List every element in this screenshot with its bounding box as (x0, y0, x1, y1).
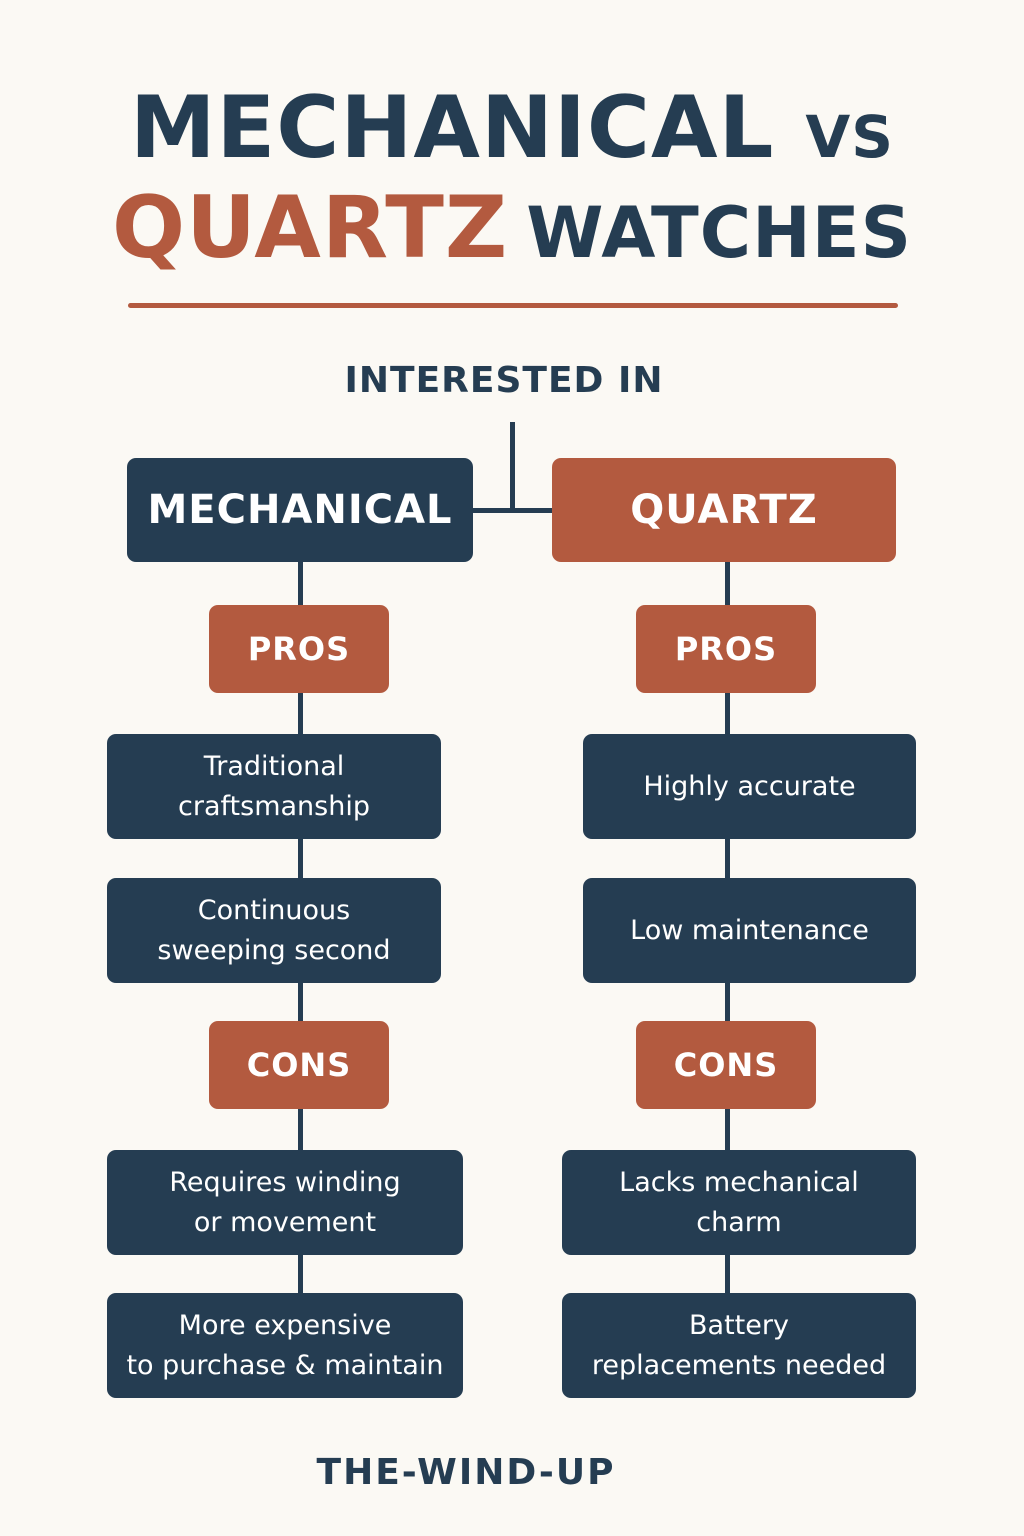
mechanical-cons-label: CONS (209, 1021, 389, 1109)
quartz-con-text-2: Battery replacements needed (591, 1309, 887, 1381)
title-watches: WATCHES (526, 192, 912, 274)
quartz-cons-text: CONS (673, 1046, 779, 1084)
title-mechanical: MECHANICAL (129, 78, 775, 178)
quartz-con-item: Lacks mechanical charm (562, 1150, 916, 1255)
mechanical-con-item: Requires winding or movement (107, 1150, 463, 1255)
mechanical-pro-text-2: Continuous sweeping second (157, 894, 391, 966)
mechanical-pro-text-1: Traditional craftsmanship (178, 750, 370, 822)
title-vs: VS (805, 103, 895, 171)
quartz-header: QUARTZ (552, 458, 896, 562)
mechanical-pros-text: PROS (247, 630, 351, 668)
mechanical-pro-item: Continuous sweeping second (107, 878, 441, 983)
quartz-pro-item: Highly accurate (583, 734, 916, 839)
title-line-1: MECHANICAL VS (0, 78, 1024, 178)
quartz-pro-text-1: Highly accurate (643, 770, 856, 802)
brand-footer: THE-WIND-UP (316, 1452, 616, 1493)
mechanical-con-text-2: More expensive to purchase & maintain (126, 1309, 444, 1381)
connector-root-vertical (510, 422, 515, 512)
connector-root-horizontal (472, 508, 554, 513)
mechanical-header: MECHANICAL (127, 458, 473, 562)
mechanical-cons-text: CONS (246, 1046, 352, 1084)
title-quartz: QUARTZ (112, 178, 509, 278)
quartz-con-item: Battery replacements needed (562, 1293, 916, 1398)
quartz-pro-text-2: Low maintenance (630, 914, 869, 946)
title-divider (128, 303, 898, 308)
mechanical-con-item: More expensive to purchase & maintain (107, 1293, 463, 1398)
mechanical-pros-label: PROS (209, 605, 389, 693)
quartz-pros-label: PROS (636, 605, 816, 693)
quartz-header-label: QUARTZ (630, 487, 818, 533)
quartz-pros-text: PROS (674, 630, 778, 668)
quartz-con-text-1: Lacks mechanical charm (619, 1166, 859, 1238)
mechanical-con-text-1: Requires winding or movement (169, 1166, 401, 1238)
quartz-cons-label: CONS (636, 1021, 816, 1109)
mechanical-header-label: MECHANICAL (147, 487, 453, 533)
mechanical-pro-item: Traditional craftsmanship (107, 734, 441, 839)
quartz-pro-item: Low maintenance (583, 878, 916, 983)
root-label: INTERESTED IN (344, 360, 664, 401)
